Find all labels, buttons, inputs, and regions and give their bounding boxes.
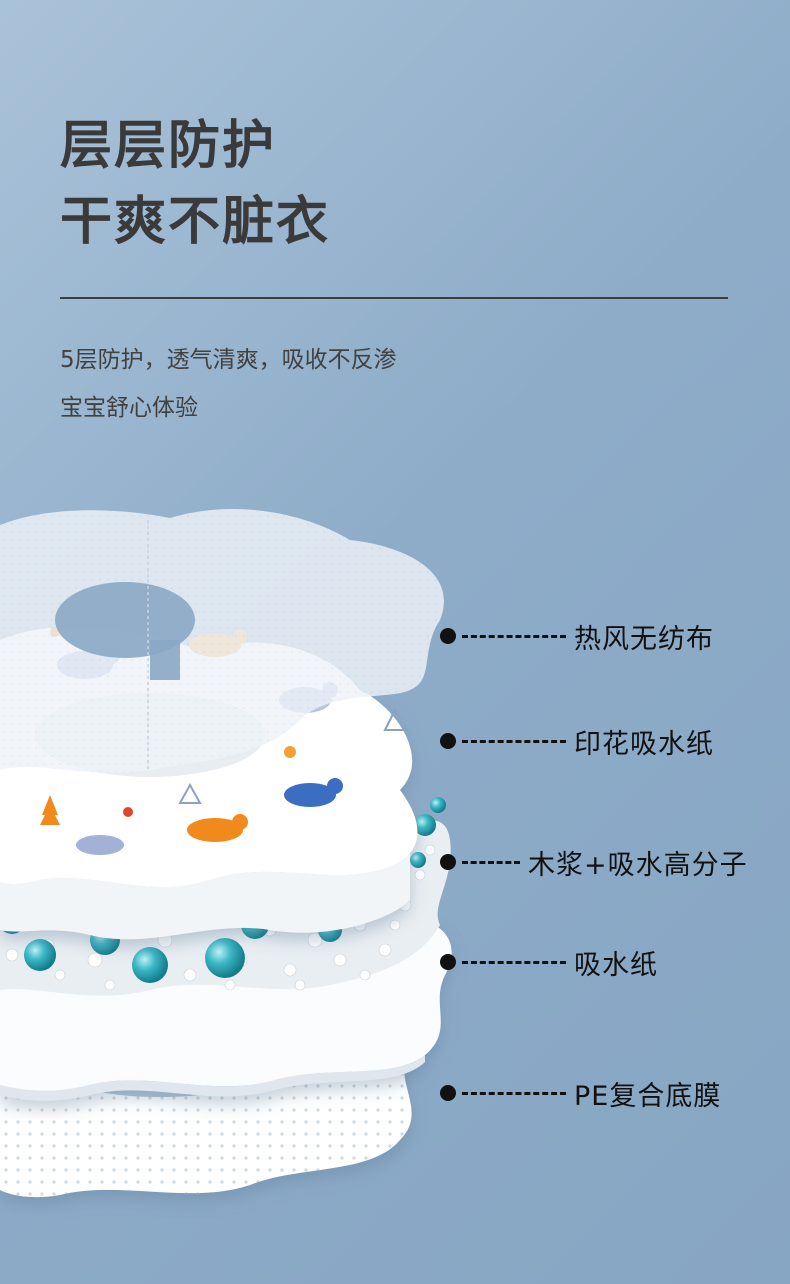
- callout-dot: [440, 628, 456, 644]
- callout-dashed-line: [462, 739, 566, 743]
- callout-label: PE复合底膜: [574, 1080, 722, 1112]
- description: 5层防护，透气清爽，吸收不反渗 宝宝舒心体验: [60, 336, 397, 432]
- callout-label: 热风无纺布: [574, 623, 714, 655]
- callout-absorbent-paper: 吸水纸: [440, 942, 658, 982]
- callout-dot: [440, 1085, 456, 1101]
- callout-pulp-sap: 木浆+吸水高分子: [440, 842, 748, 882]
- description-line-1: 5层防护，透气清爽，吸收不反渗: [60, 347, 397, 373]
- callout-dot: [440, 854, 456, 870]
- callout-dashed-line: [462, 634, 566, 638]
- callout-label: 印花吸水纸: [574, 728, 714, 760]
- divider-line: [60, 297, 728, 299]
- callout-hot-air-nonwoven: 热风无纺布: [440, 616, 714, 656]
- headline: 层层防护 干爽不脏衣: [60, 108, 330, 260]
- callout-printed-paper: 印花吸水纸: [440, 721, 714, 761]
- callout-dashed-line: [462, 960, 566, 964]
- callout-dot: [440, 954, 456, 970]
- callout-label: 木浆+吸水高分子: [528, 849, 748, 881]
- callout-dot: [440, 733, 456, 749]
- headline-line-1: 层层防护: [60, 116, 277, 176]
- callout-label: 吸水纸: [574, 949, 658, 981]
- callout-dashed-line: [462, 860, 520, 864]
- callout-dashed-line: [462, 1091, 566, 1095]
- description-line-2: 宝宝舒心体验: [60, 395, 198, 421]
- callout-pe-film: PE复合底膜: [440, 1073, 721, 1113]
- headline-line-2: 干爽不脏衣: [60, 192, 331, 252]
- layer-hot-air-nonwoven: [0, 509, 444, 773]
